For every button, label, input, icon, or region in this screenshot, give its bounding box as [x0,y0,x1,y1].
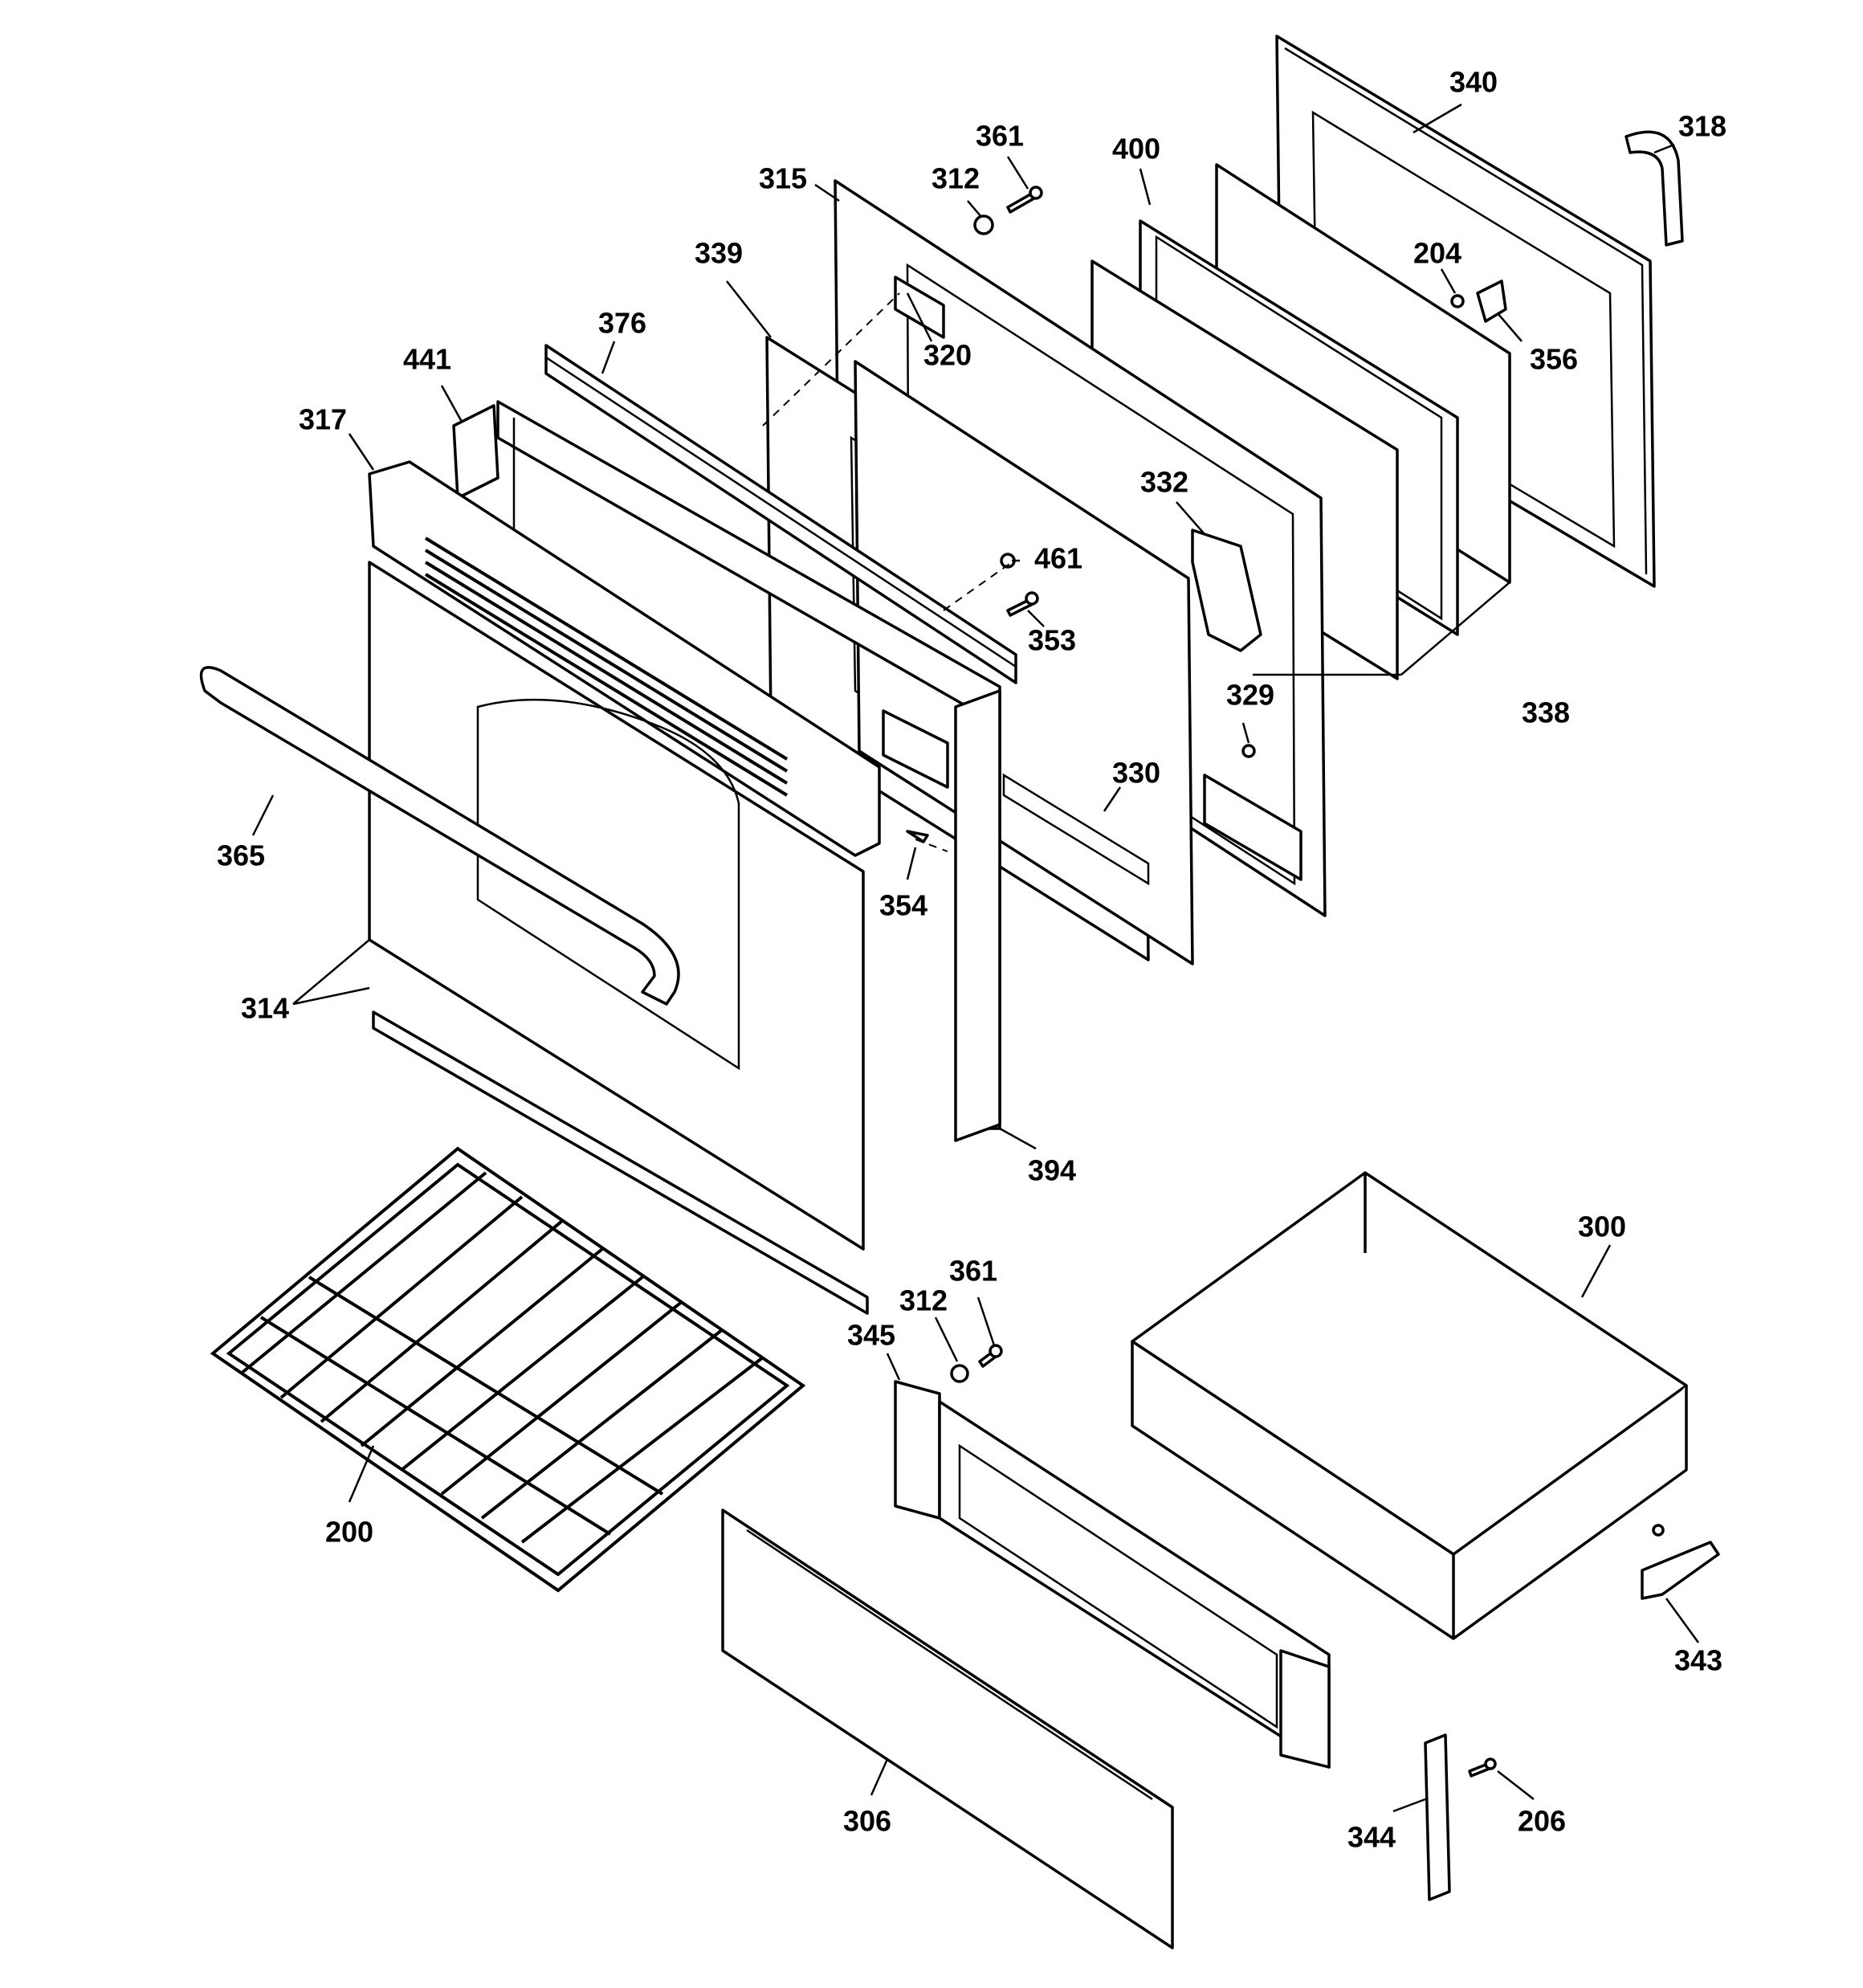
part-365-handle [199,666,680,1006]
label-329: 329 [1226,679,1274,712]
alignment-lines [762,292,1013,852]
label-317: 317 [299,403,347,436]
part-320-hinge [894,276,945,339]
part-353-screw [1006,591,1039,617]
part-312-bottom-washer [950,1364,969,1383]
part-354-screw [906,830,929,843]
part-332-deflector [1191,529,1262,652]
label-376: 376 [598,307,646,340]
label-312-top: 312 [932,162,980,195]
part-441-hinge-bracket [452,404,499,500]
part-344-slide-rail [1424,1733,1451,1901]
label-338: 338 [1522,696,1570,729]
label-394: 394 [1028,1154,1076,1187]
part-306-drawer-panel [721,1508,1174,1949]
label-461: 461 [1034,542,1082,575]
label-340: 340 [1449,66,1498,99]
part-356-hinge-bracket [1476,280,1507,323]
part-312-top-washer [973,214,994,235]
part-376-top-channel [544,344,1017,684]
part-317-outer-door-panel [368,460,881,1251]
label-206: 206 [1518,1805,1566,1838]
door-hinge-lower [1203,774,1302,881]
part-314-bottom-trim [372,1010,869,1315]
label-314: 314 [241,992,289,1025]
label-356: 356 [1530,343,1578,376]
part-343-drawer-glide [1641,1524,1720,1600]
label-330: 330 [1112,757,1160,790]
part-329-screw [1241,744,1256,758]
part-361-bottom-screw [978,1344,1003,1368]
part-345-drawer-front-frame [894,1380,1331,1769]
part-300-drawer-box [1131,1171,1688,1640]
label-441: 441 [403,343,451,376]
label-361-top: 361 [976,120,1024,153]
part-200-oven-rack [210,1146,806,1593]
label-400: 400 [1112,133,1160,165]
label-306: 306 [843,1805,891,1838]
label-332: 332 [1140,466,1188,499]
label-345: 345 [847,1319,895,1352]
label-315: 315 [759,162,807,195]
label-353: 353 [1028,624,1076,657]
label-312-bottom: 312 [899,1284,948,1317]
label-361-bottom: 361 [949,1255,997,1288]
label-318: 318 [1678,110,1726,143]
label-354: 354 [879,889,927,922]
part-labels: 340 318 361 312 315 400 339 204 320 356 … [217,66,1726,1854]
label-300: 300 [1578,1210,1626,1243]
part-206-screw [1468,1757,1497,1778]
part-394-side-trim [954,689,1001,1142]
vent-slots [424,537,789,797]
label-365: 365 [217,839,265,872]
label-204: 204 [1413,237,1461,270]
label-200: 200 [325,1516,373,1549]
label-320: 320 [923,339,972,372]
part-318-gasket [1625,130,1684,247]
part-204-screw [1450,294,1465,308]
part-361-top-screw [1006,186,1043,214]
label-344: 344 [1347,1821,1396,1854]
door-hinge-plate [882,709,949,789]
leader-lines [251,103,1700,1813]
label-343: 343 [1674,1644,1722,1677]
label-339: 339 [695,237,743,270]
